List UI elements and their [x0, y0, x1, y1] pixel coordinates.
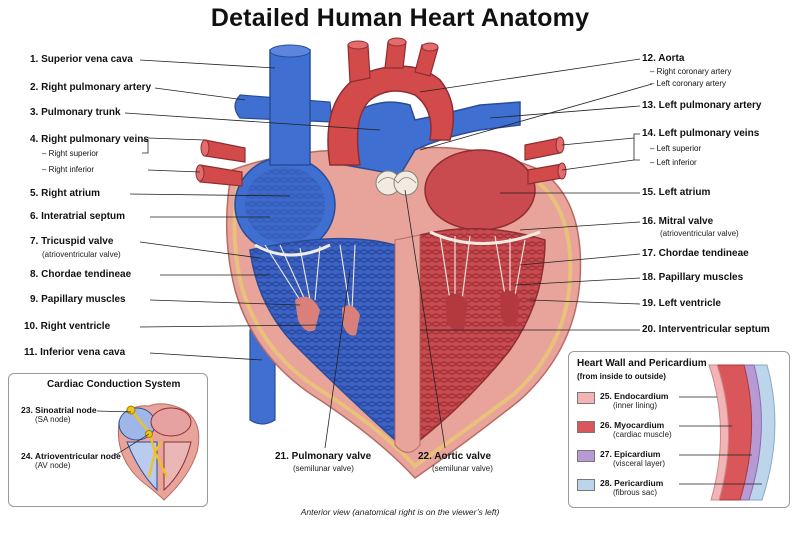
label-right-pulmonary-veins: 4. Right pulmonary veins: [30, 134, 149, 145]
conduction-system-panel: Cardiac Conduction System 23. Sinoatrial…: [8, 373, 208, 507]
note-pericardium: (fibrous sac): [613, 488, 658, 497]
label-chordae-left: 17. Chordae tendineae: [642, 248, 749, 259]
heart-wall-panel: Heart Wall and Pericardium (from inside …: [568, 351, 790, 508]
label-left-pulmonary-artery: 13. Left pulmonary artery: [642, 100, 762, 111]
note-tricuspid: (atrioventricular valve): [42, 250, 121, 259]
swatch-endocardium: [577, 392, 595, 404]
swatch-pericardium: [577, 479, 595, 491]
label-left-coronary: – Left coronary artery: [650, 79, 727, 88]
label-left-inferior: – Left inferior: [650, 158, 697, 167]
note-epicardium: (visceral layer): [613, 459, 666, 468]
label-papillary-right: 9. Papillary muscles: [30, 294, 126, 305]
note-av-node: (AV node): [35, 461, 71, 470]
note-endocardium: (inner lining): [613, 401, 658, 410]
label-pericardium: 28. Pericardium: [600, 478, 664, 488]
label-left-atrium: 15. Left atrium: [642, 187, 711, 198]
label-left-pulmonary-veins: 14. Left pulmonary veins: [642, 128, 760, 139]
left-atrium-shape: [424, 149, 536, 231]
label-right-pulmonary-artery: 2. Right pulmonary artery: [30, 82, 152, 93]
note-aortic-valve: (semilunar valve): [432, 464, 493, 473]
note-mitral: (atrioventricular valve): [660, 229, 739, 238]
label-endocardium: 25. Endocardium: [600, 391, 669, 401]
left-ventricle-shape: [419, 227, 546, 442]
label-superior-vena-cava: 1. Superior vena cava: [30, 54, 133, 65]
heart-wall-title: Heart Wall and Pericardium: [577, 358, 707, 369]
label-right-superior: – Right superior: [42, 149, 99, 158]
superior-vena-cava-shape: [269, 45, 311, 166]
label-left-ventricle: 19. Left ventricle: [642, 298, 721, 309]
conduction-heart-icon: [117, 403, 200, 501]
label-mitral-valve: 16. Mitral valve: [642, 216, 714, 227]
label-interventricular-septum: 20. Interventricular septum: [642, 324, 770, 335]
label-papillary-left: 18. Papillary muscles: [642, 272, 744, 283]
label-right-coronary: – Right coronary artery: [650, 67, 732, 76]
label-right-inferior: – Right inferior: [42, 165, 95, 174]
label-tricuspid-valve: 7. Tricuspid valve: [30, 236, 114, 247]
note-pulmonary-valve: (semilunar valve): [293, 464, 354, 473]
conduction-title: Cardiac Conduction System: [47, 379, 181, 390]
wall-layers-illustration: [708, 364, 776, 501]
label-av-node: 24. Atrioventricular node: [21, 451, 121, 461]
right-ventricle-shape: [249, 237, 396, 442]
label-pulmonary-valve: 21. Pulmonary valve: [275, 451, 372, 462]
label-pulmonary-trunk: 3. Pulmonary trunk: [30, 107, 121, 118]
label-epicardium: 27. Epicardium: [600, 449, 661, 459]
heart-wall-subtitle: (from inside to outside): [577, 372, 666, 381]
label-aorta: 12. Aorta: [642, 53, 685, 64]
label-left-superior: – Left superior: [650, 144, 702, 153]
label-inferior-vena-cava: 11. Inferior vena cava: [24, 347, 126, 358]
label-chordae-right: 8. Chordae tendineae: [30, 269, 132, 280]
note-myocardium: (cardiac muscle): [613, 430, 672, 439]
label-myocardium: 26. Myocardium: [600, 420, 665, 430]
label-sa-node: 23. Sinoatrial node: [21, 405, 97, 415]
label-interatrial-septum: 6. Interatrial septum: [30, 211, 126, 222]
page-title: Detailed Human Heart Anatomy: [210, 4, 590, 32]
swatch-epicardium: [577, 450, 595, 462]
caption: Anterior view (anatomical right is on th…: [300, 507, 500, 517]
label-right-atrium: 5. Right atrium: [30, 188, 101, 199]
label-aortic-valve: 22. Aortic valve: [418, 451, 492, 462]
note-sa-node: (SA node): [35, 415, 71, 424]
label-right-ventricle: 10. Right ventricle: [24, 321, 111, 332]
swatch-myocardium: [577, 421, 595, 433]
